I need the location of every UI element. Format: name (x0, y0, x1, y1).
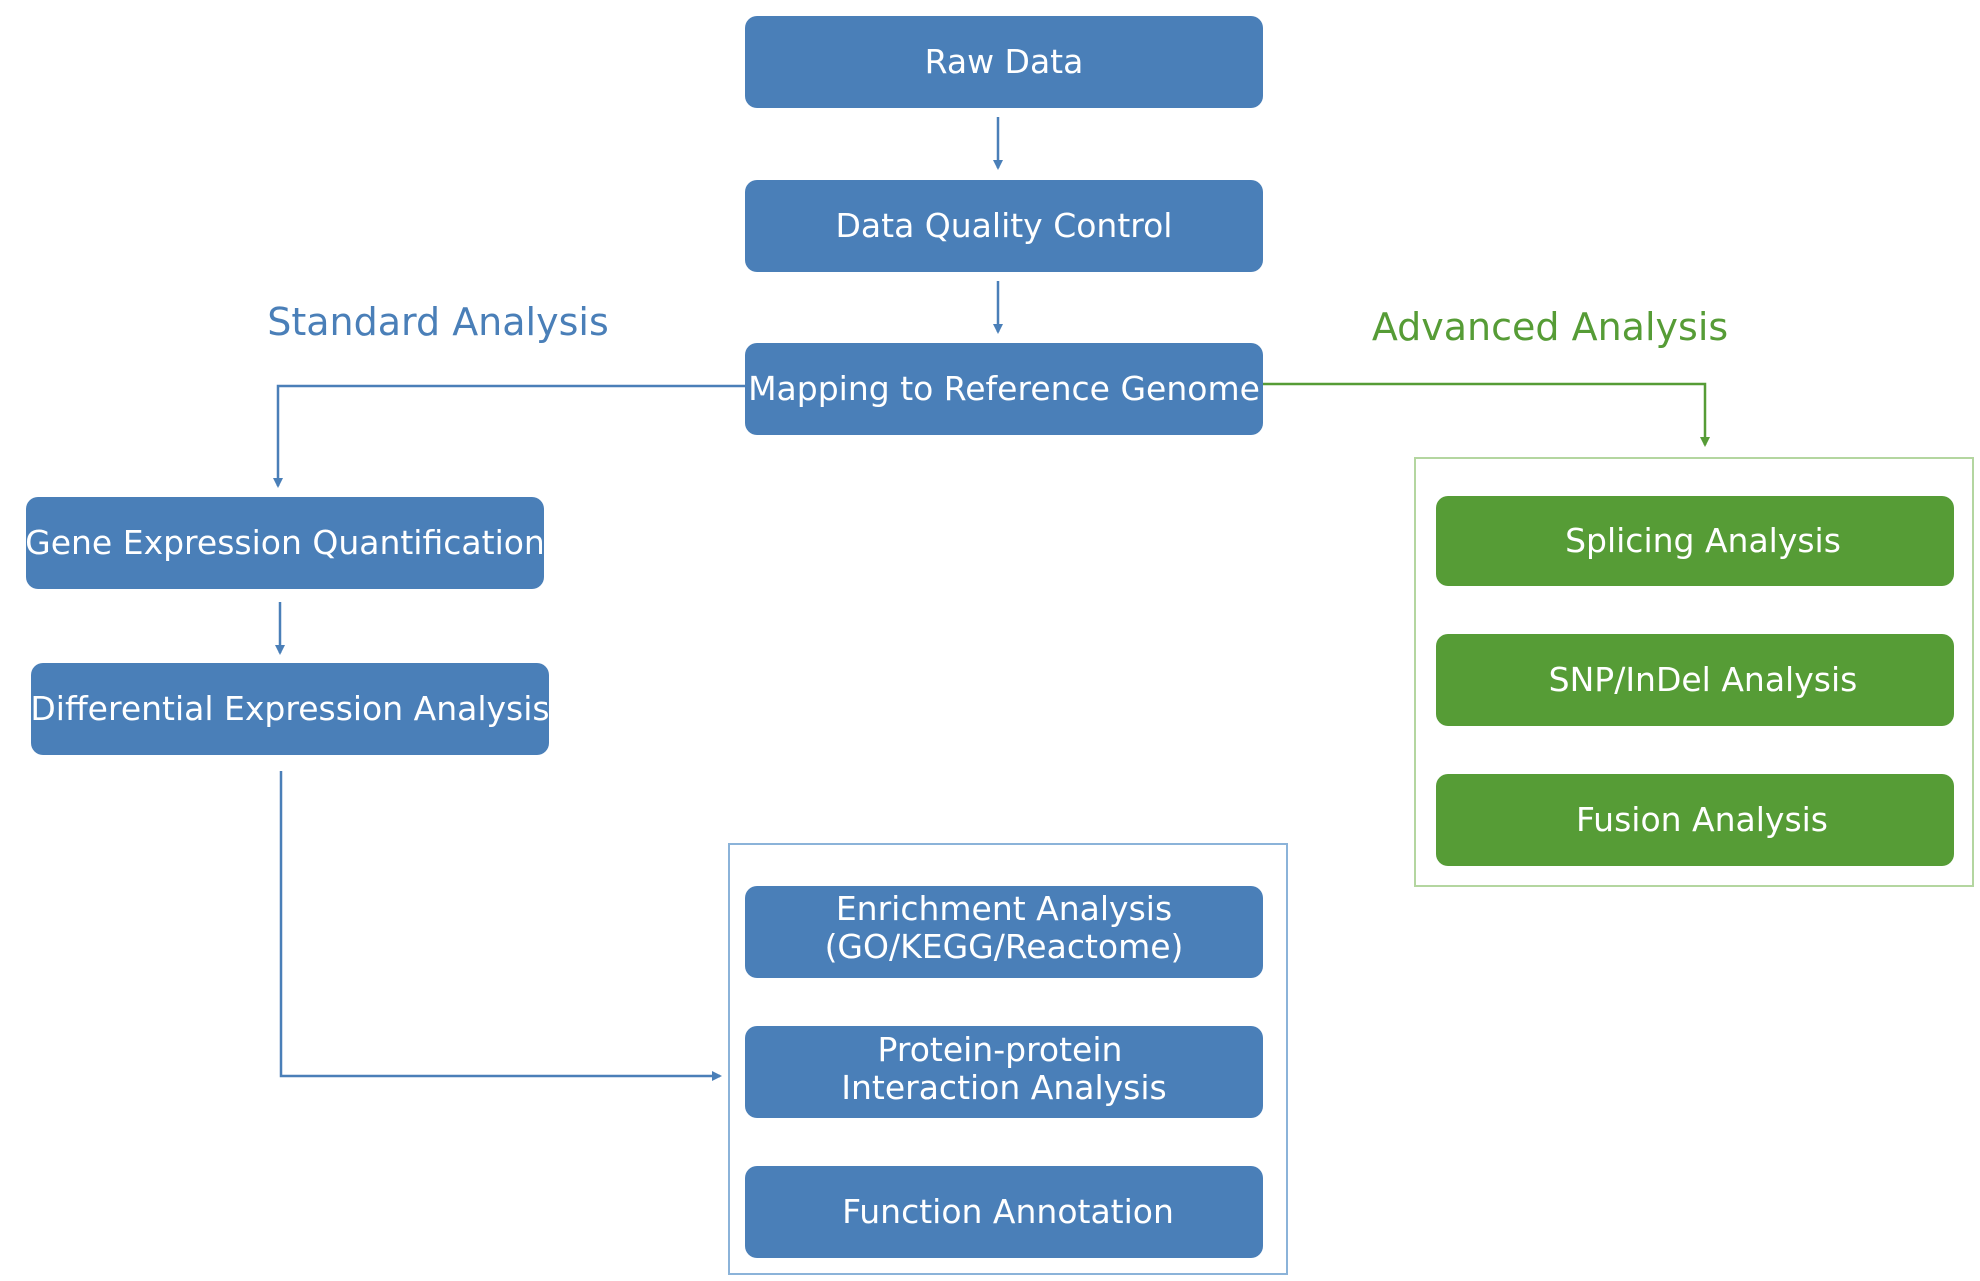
node-enrichment-line1: Enrichment Analysis (836, 889, 1172, 928)
node-mapping-reference-genome: Mapping to Reference Genome (745, 343, 1263, 435)
node-gene-expression-label: Gene Expression Quantification (25, 523, 545, 562)
node-raw-data: Raw Data (745, 16, 1263, 108)
node-fusion-analysis: Fusion Analysis (1436, 774, 1954, 866)
arrow-differential-to-functional (279, 771, 722, 1081)
node-gene-expression-quantification: Gene Expression Quantification (25, 497, 545, 589)
node-splicing-label: Splicing Analysis (1565, 521, 1841, 560)
node-function-annotation: Function Annotation (745, 1166, 1263, 1258)
node-function-annotation-label: Function Annotation (842, 1192, 1174, 1231)
node-enrichment-analysis: Enrichment Analysis (GO/KEGG/Reactome) (745, 886, 1263, 978)
advanced-analysis-group (1414, 457, 1974, 887)
node-differential-expression-label: Differential Expression Analysis (30, 689, 549, 728)
functional-analysis-group (728, 843, 1288, 1275)
standard-analysis-label: Standard Analysis (267, 300, 609, 344)
node-protein-protein-interaction: Protein-protein Interaction Analysis (745, 1026, 1263, 1118)
arrow-mapping-to-gene-expression (273, 384, 745, 488)
node-ppi-line1: Protein-protein (878, 1030, 1123, 1069)
node-fusion-label: Fusion Analysis (1576, 800, 1828, 839)
node-snp-indel-analysis: SNP/InDel Analysis (1436, 634, 1954, 726)
node-data-quality-control: Data Quality Control (745, 180, 1263, 272)
node-snp-indel-label: SNP/InDel Analysis (1549, 660, 1858, 699)
node-ppi-line2: Interaction Analysis (841, 1068, 1167, 1107)
node-mapping-label: Mapping to Reference Genome (748, 369, 1260, 408)
node-enrichment-line2: (GO/KEGG/Reactome) (825, 927, 1184, 966)
node-splicing-analysis: Splicing Analysis (1436, 496, 1954, 586)
node-raw-data-label: Raw Data (925, 42, 1084, 81)
arrow-mapping-to-advanced (1263, 382, 1710, 447)
advanced-analysis-label: Advanced Analysis (1372, 305, 1728, 349)
node-differential-expression-analysis: Differential Expression Analysis (30, 663, 550, 755)
node-data-quality-control-label: Data Quality Control (836, 206, 1173, 245)
